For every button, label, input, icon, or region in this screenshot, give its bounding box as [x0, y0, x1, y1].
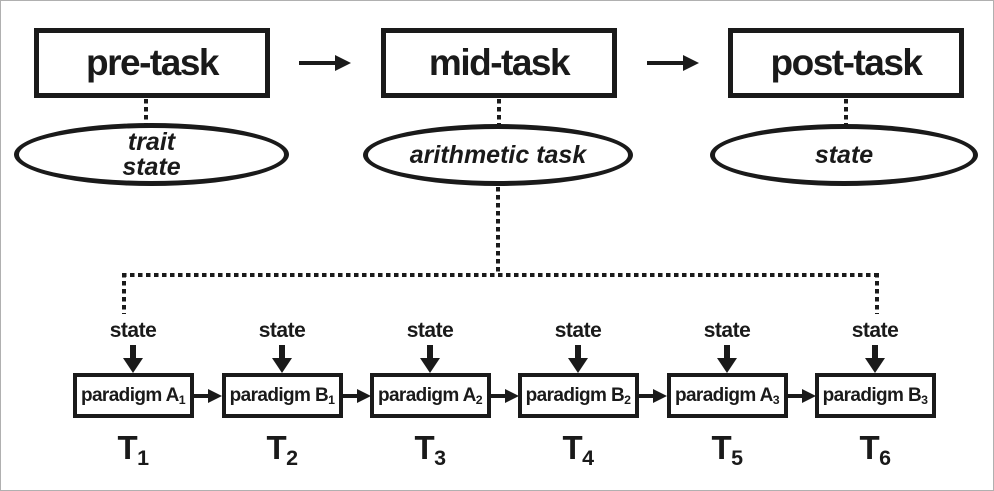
- mid-task-label: mid-task: [428, 42, 571, 83]
- down-arrow-icon: [272, 345, 292, 373]
- paradigm-subscript: 3: [772, 392, 780, 407]
- paradigm-label: paradigm B3: [822, 384, 928, 407]
- t-label: T2: [266, 429, 298, 470]
- pre-task-box: pre-task: [34, 28, 270, 98]
- t-label: T5: [711, 429, 743, 470]
- post-task-box: post-task: [728, 28, 964, 98]
- t-label: T3: [414, 429, 446, 470]
- timeline-unit: state paradigm B2 T4: [504, 319, 652, 470]
- dotted-stem: [496, 187, 500, 274]
- state-label: state: [109, 319, 157, 342]
- t-subscript: 1: [137, 446, 149, 470]
- state-label: state: [851, 319, 899, 342]
- ellipse-label-line: state: [122, 152, 181, 181]
- sequence-arrow-icon: [490, 389, 519, 403]
- state-label: state: [554, 319, 602, 342]
- paradigm-label: paradigm B1: [229, 384, 335, 407]
- ellipse-label-line: state: [814, 140, 874, 169]
- t-subscript: 5: [731, 446, 743, 470]
- down-arrow-icon: [420, 345, 440, 373]
- dotted-connector: [144, 99, 148, 124]
- pre-task-label: pre-task: [86, 42, 219, 83]
- down-arrow-icon: [717, 345, 737, 373]
- down-arrow-icon: [568, 345, 588, 373]
- dotted-connector: [844, 99, 848, 125]
- sequence-arrow-icon: [342, 389, 371, 403]
- t-subscript: 4: [582, 446, 594, 470]
- state-label: state: [406, 319, 454, 342]
- t-label: T4: [562, 429, 594, 470]
- sequence-arrow-icon: [787, 389, 816, 403]
- t-label: T1: [117, 429, 149, 470]
- ellipse-label-line: arithmetic task: [409, 140, 587, 169]
- post-task-label: post-task: [770, 42, 923, 83]
- paradigm-box: paradigm A2: [369, 373, 491, 418]
- t-label: T6: [859, 429, 891, 470]
- timeline-unit: state paradigm B3 T6: [801, 319, 949, 470]
- paradigm-subscript: 1: [178, 392, 186, 407]
- mid-task-box: mid-task: [381, 28, 617, 98]
- sequence-arrow-icon: [193, 389, 222, 403]
- paradigm-box: paradigm B1: [221, 373, 343, 418]
- paradigm-subscript: 2: [624, 392, 631, 407]
- dotted-branch-left: [122, 273, 126, 314]
- timeline-unit: state paradigm B1 T2: [208, 319, 356, 470]
- paradigm-label: paradigm A3: [674, 384, 780, 407]
- t-subscript: 6: [879, 446, 891, 470]
- timeline-unit: state paradigm A3 T5: [653, 319, 801, 470]
- paradigm-label: paradigm A1: [80, 384, 186, 407]
- right-arrow-icon: [647, 55, 699, 71]
- paradigm-subscript: 1: [328, 392, 335, 407]
- t-subscript: 3: [434, 446, 446, 470]
- sequence-arrow-icon: [638, 389, 667, 403]
- down-arrow-icon: [865, 345, 885, 373]
- paradigm-box: paradigm B3: [814, 373, 936, 418]
- t-subscript: 2: [286, 446, 298, 470]
- right-arrow-icon: [299, 55, 351, 71]
- ellipse-label-line: trait: [127, 127, 176, 156]
- arithmetic-task-ellipse: arithmetic task: [363, 124, 633, 186]
- state-label: state: [703, 319, 751, 342]
- paradigm-label: paradigm A2: [377, 384, 483, 407]
- paradigm-subscript: 3: [921, 392, 928, 407]
- timeline-unit: state paradigm A1 T1: [59, 319, 207, 470]
- trait-state-ellipse: trait state: [14, 123, 289, 186]
- paradigm-box: paradigm A1: [72, 373, 194, 418]
- paradigm-box: paradigm B2: [517, 373, 639, 418]
- down-arrow-icon: [123, 345, 143, 373]
- dotted-connector: [497, 99, 501, 125]
- state-ellipse: state: [710, 124, 978, 186]
- paradigm-box: paradigm A3: [666, 373, 788, 418]
- paradigm-label: paradigm B2: [525, 384, 631, 407]
- paradigm-subscript: 2: [475, 392, 483, 407]
- dotted-branch-bar: [122, 273, 879, 277]
- state-label: state: [258, 319, 306, 342]
- timeline-unit: state paradigm A2 T3: [356, 319, 504, 470]
- dotted-branch-right: [875, 273, 879, 314]
